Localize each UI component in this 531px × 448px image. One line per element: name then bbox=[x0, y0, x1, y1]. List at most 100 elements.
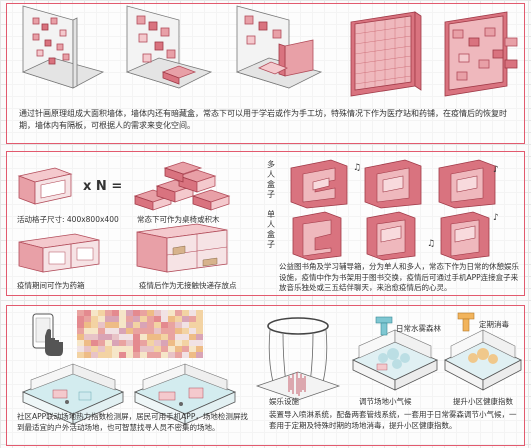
heatmap-cell bbox=[182, 310, 189, 316]
heatmap-cell bbox=[154, 322, 161, 328]
heatmap-cell bbox=[196, 322, 203, 328]
heatmap-cell bbox=[168, 322, 175, 328]
heatmap-cell bbox=[140, 346, 147, 352]
heatmap-cell bbox=[112, 322, 119, 328]
single-box-illustration bbox=[17, 167, 73, 205]
heatmap-cell bbox=[196, 328, 203, 334]
multi-person-label: 多人盒子 bbox=[267, 160, 275, 199]
heatmap-cell bbox=[98, 328, 105, 334]
heatmap-cell bbox=[189, 346, 196, 352]
heatmap-cell bbox=[175, 352, 182, 358]
heatmap-cell bbox=[182, 328, 189, 334]
heatmap-cell bbox=[105, 310, 112, 316]
heatmap-display bbox=[77, 310, 203, 358]
heatmap-cell bbox=[133, 322, 140, 328]
heatmap-cell bbox=[105, 322, 112, 328]
heatmap-cell bbox=[84, 316, 91, 322]
wall-description: 通过针画原理组成大面积墙体，墙体内还有暗藏盒，常态下可以用于学岩或作为手工坊，特… bbox=[19, 109, 507, 130]
heatmap-cell bbox=[77, 334, 84, 340]
heatmap-cell bbox=[161, 316, 168, 322]
heatmap-cell bbox=[168, 328, 175, 334]
heatmap-cell bbox=[140, 334, 147, 340]
heatmap-cell bbox=[196, 352, 203, 358]
heatmap-cell bbox=[154, 346, 161, 352]
entertainment-label: 娱乐设施 bbox=[269, 397, 299, 406]
heatmap-cell bbox=[77, 346, 84, 352]
heatmap-cell bbox=[140, 340, 147, 346]
heatmap-cell bbox=[112, 346, 119, 352]
heatmap-cell bbox=[189, 352, 196, 358]
heatmap-cell bbox=[175, 316, 182, 322]
heatmap-cell bbox=[154, 316, 161, 322]
heatmap-cell bbox=[154, 334, 161, 340]
mist-forest-icon bbox=[375, 316, 393, 336]
heatmap-cell bbox=[182, 352, 189, 358]
heatmap-cell bbox=[175, 334, 182, 340]
heatmap-cell bbox=[196, 316, 203, 322]
heatmap-cell bbox=[112, 340, 119, 346]
heatmap-cell bbox=[126, 334, 133, 340]
heatmap-cell bbox=[154, 340, 161, 346]
heatmap-cell bbox=[119, 346, 126, 352]
heatmap-cell bbox=[182, 316, 189, 322]
heatmap-cell bbox=[84, 340, 91, 346]
heatmap-cell bbox=[112, 316, 119, 322]
heatmap-cell bbox=[84, 334, 91, 340]
heatmap-cell bbox=[189, 328, 196, 334]
heatmap-cell bbox=[140, 316, 147, 322]
multi-person-box-1 bbox=[290, 159, 348, 209]
panel-box-system: x N = 活动格子尺寸: 400x800x400 常态下可作为桌椅或积木 bbox=[6, 151, 525, 296]
heatmap-cell bbox=[133, 352, 140, 358]
heatmap-cell bbox=[161, 340, 168, 346]
heatmap-cell bbox=[98, 322, 105, 328]
heatmap-cell bbox=[105, 328, 112, 334]
heatmap-cell bbox=[140, 352, 147, 358]
single-person-box-1 bbox=[292, 211, 342, 261]
heatmap-cell bbox=[84, 328, 91, 334]
community-space-model-1 bbox=[21, 363, 125, 425]
heatmap-cell bbox=[189, 322, 196, 328]
multi-person-box-3: ♪ bbox=[438, 159, 499, 209]
heatmap-cell bbox=[126, 316, 133, 322]
heatmap-cell bbox=[119, 316, 126, 322]
heatmap-cell bbox=[147, 328, 154, 334]
wall-step-3-illustration bbox=[235, 5, 323, 89]
svg-text:♪: ♪ bbox=[493, 213, 499, 223]
heatmap-cell bbox=[147, 316, 154, 322]
phone-app-icon bbox=[32, 313, 63, 356]
community-space-model-2 bbox=[133, 363, 237, 425]
heatmap-cell bbox=[105, 346, 112, 352]
heatmap-cell bbox=[126, 340, 133, 346]
heatmap-cell bbox=[98, 334, 105, 340]
heatmap-cell bbox=[77, 310, 84, 316]
heatmap-cell bbox=[91, 352, 98, 358]
heatmap-cell bbox=[119, 340, 126, 346]
wall-step-2-illustration bbox=[125, 5, 213, 89]
heatmap-cell bbox=[168, 316, 175, 322]
heatmap-cell bbox=[126, 352, 133, 358]
heatmap-cell bbox=[91, 334, 98, 340]
heatmap-cell bbox=[189, 340, 196, 346]
heatmap-cell bbox=[140, 328, 147, 334]
heatmap-cell bbox=[98, 346, 105, 352]
svg-text:♫: ♫ bbox=[353, 163, 361, 173]
heatmap-cell bbox=[182, 334, 189, 340]
heatmap-cell bbox=[133, 346, 140, 352]
heatmap-cell bbox=[98, 340, 105, 346]
heatmap-cell bbox=[133, 340, 140, 346]
heatmap-cell bbox=[189, 334, 196, 340]
microclimate-model bbox=[352, 329, 438, 391]
box-description: 公益图书角及学习辅导箱，分为单人和多人，常态下作为日常的休憩娱乐设施，疫情中作为… bbox=[279, 262, 519, 292]
heatmap-cell bbox=[119, 328, 126, 334]
heatmap-cell bbox=[147, 310, 154, 316]
heatmap-cell bbox=[98, 352, 105, 358]
heatmap-cell bbox=[175, 346, 182, 352]
heatmap-cell bbox=[77, 340, 84, 346]
heatmap-cell bbox=[119, 352, 126, 358]
health-label: 提升小区健康指数 bbox=[453, 397, 513, 406]
heatmap-cell bbox=[133, 316, 140, 322]
heatmap-cell bbox=[168, 352, 175, 358]
heatmap-cell bbox=[84, 322, 91, 328]
pharmacy-box-illustration bbox=[18, 233, 100, 273]
heatmap-cell bbox=[168, 334, 175, 340]
